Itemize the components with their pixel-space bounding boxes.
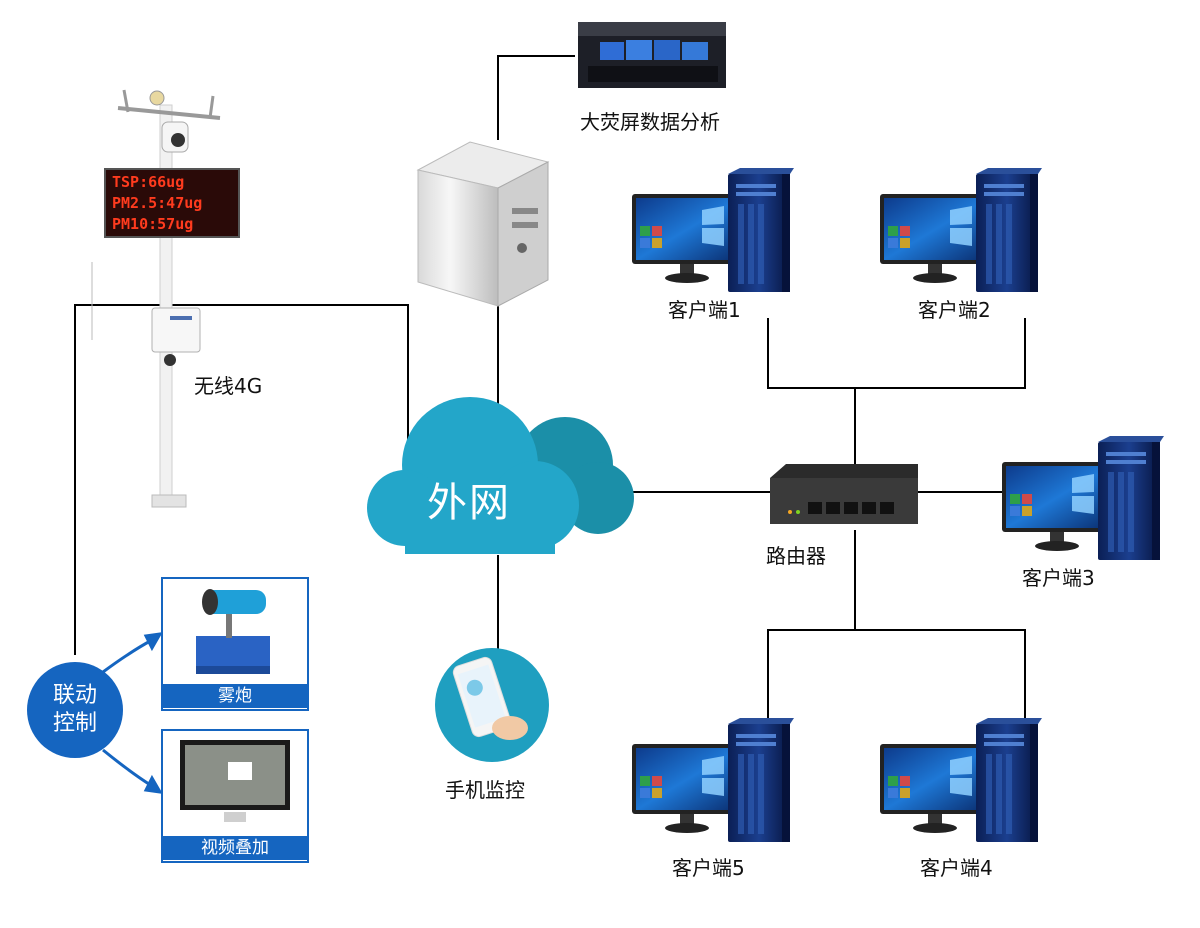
cloud-label: 外网: [427, 480, 511, 526]
client-label-4: 客户端4: [920, 856, 993, 880]
client-pc-3: [1002, 436, 1164, 560]
router-graphic: [770, 464, 918, 524]
mobile-monitor-label: 手机监控: [445, 778, 525, 802]
linkage-circle: [27, 662, 123, 758]
client-pc-2: [880, 168, 1042, 292]
fog-cannon-label: 雾炮: [163, 684, 307, 708]
mobile-phone-graphic: [435, 648, 549, 762]
server-tower: [416, 141, 550, 307]
video-overlay-label: 视频叠加: [163, 836, 307, 860]
linkage-label-line2: 控制: [52, 711, 97, 736]
linkage-arrows: [102, 632, 163, 794]
big-screen-label: 大荧屏数据分析: [580, 110, 720, 134]
line-clients-bottom: [767, 629, 1026, 720]
client-label-5: 客户端5: [672, 856, 745, 880]
client-label-3: 客户端3: [1022, 566, 1095, 590]
linkage-label: 联动 控制: [27, 682, 123, 738]
cloud-shape: [367, 397, 634, 554]
big-screen-image: [578, 22, 726, 88]
client-label-2: 客户端2: [918, 298, 991, 322]
client-pc-4: [880, 718, 1042, 842]
line-station-cloud: [74, 304, 409, 655]
line-server-screen: [497, 55, 575, 140]
client-pc-1: [632, 168, 794, 292]
router-label: 路由器: [766, 544, 826, 568]
client-pc-5: [632, 718, 794, 842]
client-label-1: 客户端1: [668, 298, 741, 322]
led-line-pm10: PM10:57ug: [112, 215, 194, 233]
wireless-4g-label: 无线4G: [194, 374, 263, 398]
line-clients-top: [767, 318, 1026, 389]
led-line-pm25: PM2.5:47ug: [112, 194, 203, 212]
connection-lines: [74, 55, 1026, 720]
linkage-label-line1: 联动: [52, 683, 97, 708]
led-line-tsp: TSP:66ug: [112, 173, 185, 191]
led-display: TSP:66ug PM2.5:47ug PM10:57ug: [104, 168, 240, 238]
monitoring-station: [117, 89, 221, 508]
